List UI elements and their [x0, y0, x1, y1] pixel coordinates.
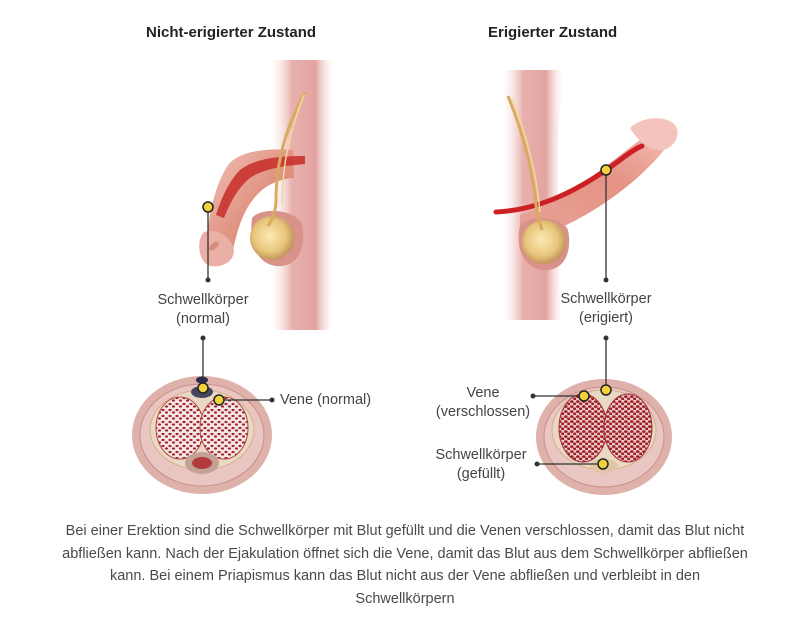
label-line: (gefüllt) [456, 466, 506, 482]
title-non-erect: Nicht-erigierter Zustand [146, 24, 317, 41]
leader-end-dot [603, 335, 609, 341]
title-erect: Erigierter Zustand [488, 24, 618, 41]
leader-end-dot [534, 461, 540, 467]
marker-right-section [600, 384, 612, 396]
marker-right-filled [597, 458, 609, 470]
label-left-schwellkoerper: Schwellkörper (normal) [148, 291, 258, 329]
marker-left-section [197, 382, 209, 394]
label-line: (verschlossen) [435, 404, 531, 420]
marker-dots [197, 164, 612, 470]
leader-end-dot [603, 277, 609, 283]
label-left-vein: Vene (normal) [280, 392, 372, 408]
left-figure [199, 60, 336, 330]
label-line: Schwellkörper [560, 291, 652, 307]
right-figure [493, 70, 678, 320]
label-line: Vene [466, 385, 500, 401]
left-cross-section [132, 376, 272, 494]
leader-end-dot [269, 397, 275, 403]
caption-text: Bei einer Erektion sind die Schwellkörpe… [62, 523, 748, 607]
marker-right-shaft [600, 164, 612, 176]
leader-end-dot [205, 277, 211, 283]
label-right-vein: Vene (verschlossen) [428, 384, 538, 422]
label-line: Schwellkörper [157, 292, 249, 308]
leader-lines [202, 170, 607, 465]
marker-left-shaft [202, 201, 214, 213]
leader-end-dot [530, 393, 536, 399]
label-line: Schwellkörper [435, 447, 527, 463]
marker-left-vein [213, 394, 225, 406]
label-right-filled: Schwellkörper (gefüllt) [426, 446, 536, 484]
leader-end-dot [200, 335, 206, 341]
label-right-schwellkoerper: Schwellkörper (erigiert) [551, 290, 661, 328]
label-line: (erigiert) [579, 310, 633, 326]
marker-right-vein [578, 390, 590, 402]
label-line: (normal) [176, 311, 230, 327]
